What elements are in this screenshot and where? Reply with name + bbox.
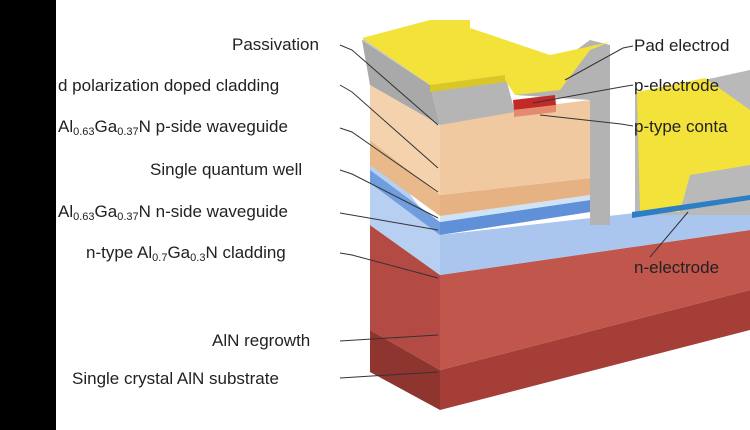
substrate-front [370, 330, 440, 410]
p-waveguide-ga: Ga [94, 117, 118, 136]
pad-electrode-top [362, 20, 610, 95]
leader-pad [564, 45, 634, 81]
cladding-front [370, 85, 440, 195]
left-black-bar [0, 0, 56, 430]
label-pad-electrode: Pad electrod [634, 36, 730, 55]
quantum-well-side [440, 195, 590, 222]
label-p-waveguide: Al0.63Ga0.37N p-side waveguide [58, 117, 288, 142]
leader-passivation [339, 44, 439, 126]
n-waveguide-side [440, 200, 590, 235]
right-pad-gold [637, 78, 750, 212]
p-waveguide-ga-sub: 0.37 [117, 126, 139, 138]
label-p-electrode: p-electrode [634, 76, 720, 95]
passivation-front [362, 40, 440, 125]
p-waveguide-rest: N p-side waveguide [138, 117, 288, 136]
substrate-side [440, 290, 750, 410]
n-waveguide-ga-sub: 0.37 [117, 211, 139, 223]
leader-n-electrode [649, 211, 689, 258]
label-polarization-cladding: d polarization doped cladding [58, 76, 280, 95]
p-waveguide-side [440, 178, 590, 216]
label-n-cladding: n-type Al0.7Ga0.3N cladding [86, 243, 286, 268]
p-waveguide-front [370, 140, 440, 216]
regrowth-front [370, 225, 440, 370]
leader-n-waveguide [339, 212, 439, 231]
label-substrate: Single crystal AlN substrate [72, 369, 279, 388]
label-passivation: Passivation [232, 35, 319, 54]
leader-n-cladding [339, 252, 439, 279]
leader-quantum-well [339, 169, 439, 219]
n-cladding-ga: Ga [167, 243, 191, 262]
n-cladding-side [440, 200, 750, 275]
p-contact [514, 105, 556, 117]
pad-electrode-edge [430, 75, 505, 92]
n-waveguide-al-sub: 0.63 [73, 211, 95, 223]
label-p-contact: p-type conta [634, 117, 728, 136]
n-waveguide-rest: N n-side waveguide [138, 202, 288, 221]
n-cladding-ga-sub: 0.3 [190, 252, 206, 264]
label-n-electrode: n-electrode [634, 258, 720, 277]
leader-p-contact [539, 114, 634, 127]
leader-p-waveguide [339, 127, 439, 193]
label-regrowth: AlN regrowth [212, 331, 311, 350]
leader-substrate [339, 371, 439, 379]
n-cladding-pre: n-type Al [86, 243, 153, 262]
label-n-waveguide: Al0.63Ga0.37N n-side waveguide [58, 202, 288, 227]
leader-regrowth [339, 334, 439, 342]
p-waveguide-al: Al [58, 117, 74, 136]
n-cladding-rest: N cladding [205, 243, 286, 262]
cladding-side [440, 100, 590, 195]
label-quantum-well: Single quantum well [150, 160, 303, 179]
n-waveguide-front [370, 170, 440, 235]
n-waveguide-al: Al [58, 202, 74, 221]
n-electrode [632, 195, 750, 218]
leader-cladding [339, 84, 439, 169]
n-waveguide-ga: Ga [94, 202, 118, 221]
leader-p-electrode [532, 84, 634, 104]
regrowth-side [440, 230, 750, 370]
n-cladding-al-sub: 0.7 [152, 252, 168, 264]
p-waveguide-al-sub: 0.63 [73, 126, 95, 138]
